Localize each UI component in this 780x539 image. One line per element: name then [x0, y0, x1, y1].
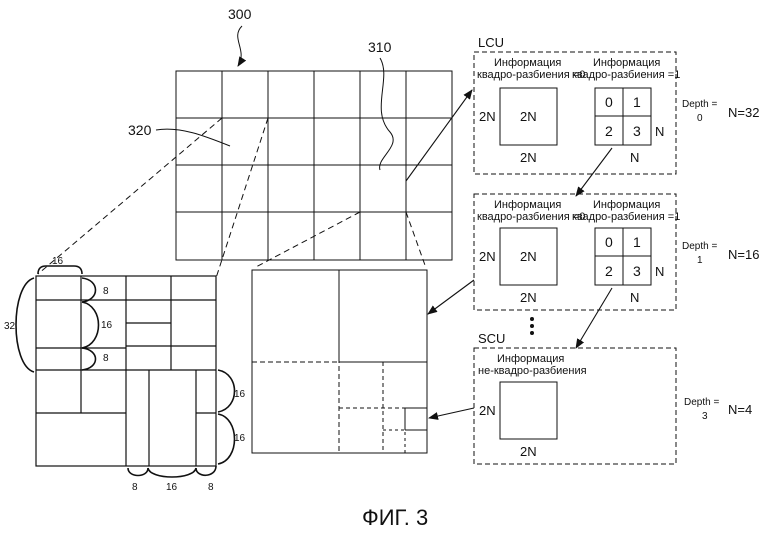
- size-side-16a: 16: [234, 389, 246, 400]
- middle-quadtree-block: [252, 270, 427, 453]
- picture-ref-label: 300: [228, 6, 252, 22]
- lcu-box: LCU Информация квадро-разбиения =0 Инфор…: [474, 35, 680, 174]
- size-left-32: 32: [4, 321, 16, 332]
- depth3-label: Depth =: [684, 397, 719, 408]
- depth3-n: N=4: [728, 402, 752, 417]
- scu-info-line1: Информация: [497, 353, 564, 365]
- d1-info0-line1: Информация: [494, 199, 561, 211]
- depth0-n: N=32: [728, 105, 759, 120]
- lcu-info1-line1: Информация: [593, 57, 660, 69]
- depth1-value: 1: [697, 255, 703, 266]
- d1-info1-line1: Информация: [593, 199, 660, 211]
- depth1-label: Depth =: [682, 241, 717, 252]
- d1-bottom-n: N: [630, 290, 639, 305]
- lcu-block-ref-leader: [380, 58, 394, 170]
- lcu-quad-0: 0: [605, 94, 613, 110]
- d1-quad-1: 1: [633, 234, 641, 250]
- lcu-info0-line1: Информация: [494, 57, 561, 69]
- scu-box: SCU Информация не-квадро-разбиения 2N 2N: [474, 331, 676, 464]
- d1-bottom-dim: 2N: [520, 290, 537, 305]
- depth1-n: N=16: [728, 247, 759, 262]
- scu-bottom-dim: 2N: [520, 444, 537, 459]
- scu-left-dim: 2N: [479, 403, 496, 418]
- size-right-16: 16: [101, 320, 113, 331]
- size-right-8a: 8: [103, 286, 109, 297]
- lcu-title: LCU: [478, 35, 504, 50]
- depth3-value: 3: [702, 411, 708, 422]
- d1-info0-line2: квадро-разбиения =0: [477, 211, 585, 223]
- d1-info1-line2: квадро-разбиения =1: [572, 211, 680, 223]
- lcu-right-dim: N: [655, 124, 664, 139]
- picture-grid: [176, 71, 452, 260]
- depth1-box: Информация квадро-разбиения =0 Информаци…: [474, 194, 680, 310]
- size-bottom-16: 16: [166, 482, 178, 493]
- size-top-16: 16: [52, 256, 64, 267]
- lcu-quad-3: 3: [633, 123, 641, 139]
- scu-info-line2: не-квадро-разбиения: [478, 365, 587, 377]
- picture-ref-leader: [238, 26, 242, 66]
- lcu-info1-line2: квадро-разбиения =1: [572, 69, 680, 81]
- lcu-info0-line2: квадро-разбиения =0: [477, 69, 585, 81]
- lcu-bottom-n: N: [630, 150, 639, 165]
- d1-left-dim: 2N: [479, 249, 496, 264]
- lcu-quad-1: 1: [633, 94, 641, 110]
- projection-lines: [38, 118, 426, 278]
- depth0-label: Depth =: [682, 99, 717, 110]
- size-brackets: [16, 266, 235, 477]
- region-ref-label: 320: [128, 122, 152, 138]
- d1-quad-3: 3: [633, 263, 641, 279]
- lcu-bottom-dim: 2N: [520, 150, 537, 165]
- d1-right-dim: N: [655, 264, 664, 279]
- scu-title: SCU: [478, 331, 505, 346]
- depth0-value: 0: [697, 113, 703, 124]
- lcu-cu-label: 2N: [520, 109, 537, 124]
- lcu-left-dim: 2N: [479, 109, 496, 124]
- lcu-quad-2: 2: [605, 123, 613, 139]
- d1-cu-label: 2N: [520, 249, 537, 264]
- size-bottom-8a: 8: [132, 482, 138, 493]
- figure-caption: ФИГ. 3: [362, 505, 428, 530]
- continuation-dots: [530, 317, 534, 335]
- size-bottom-8b: 8: [208, 482, 214, 493]
- size-right-8b: 8: [103, 353, 109, 364]
- region-ref-leader: [156, 129, 230, 146]
- size-side-16b: 16: [234, 433, 246, 444]
- left-lcu-zoom: [36, 276, 216, 466]
- d1-quad-0: 0: [605, 234, 613, 250]
- d1-quad-2: 2: [605, 263, 613, 279]
- lcu-block-ref-label: 310: [368, 39, 392, 55]
